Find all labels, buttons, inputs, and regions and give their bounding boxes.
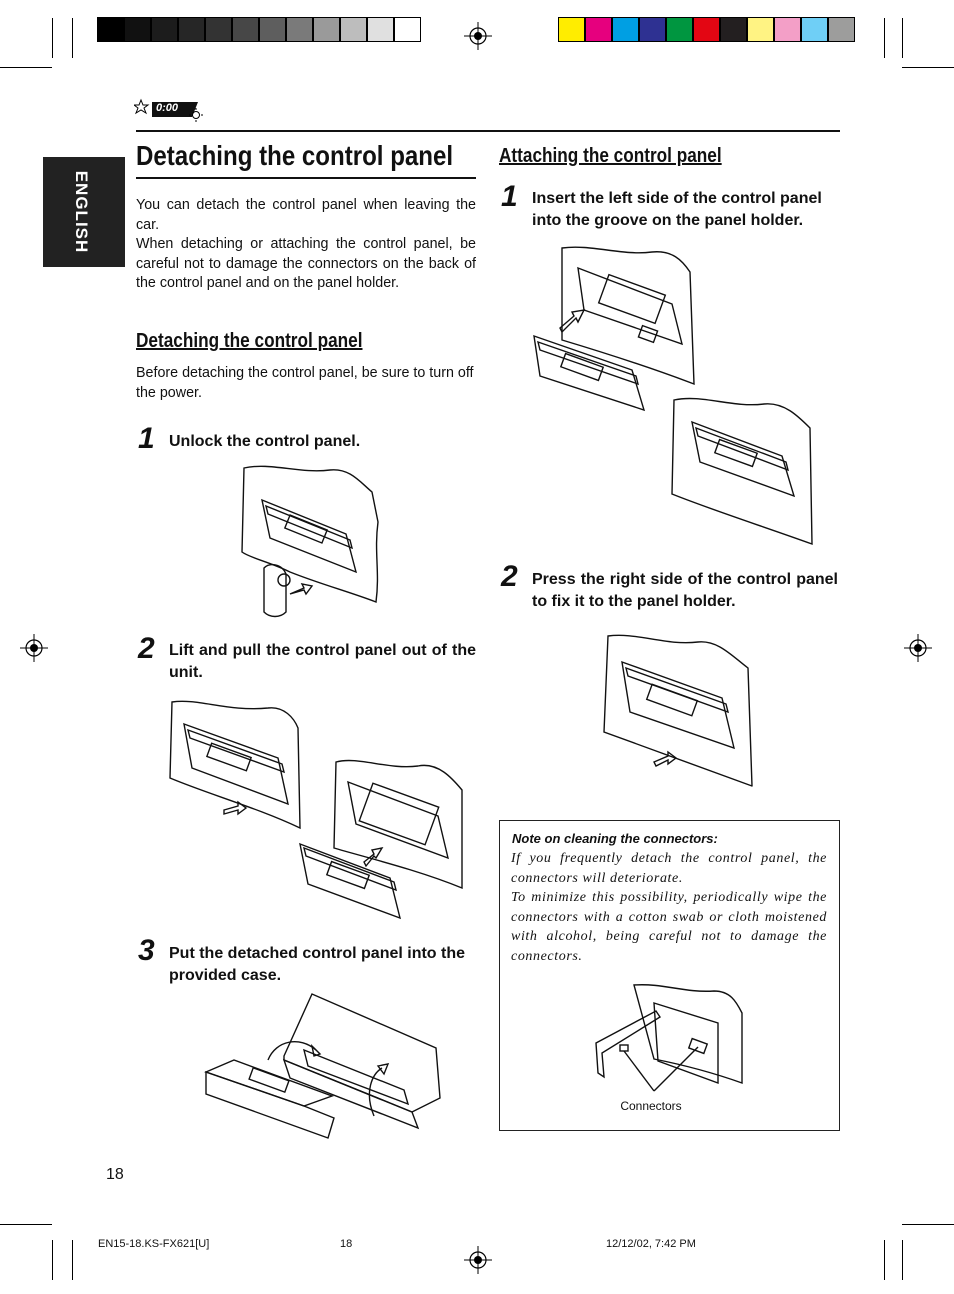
color-swatch [124, 17, 151, 42]
crop-mark [884, 18, 885, 58]
crop-mark [902, 1224, 954, 1225]
color-swatch [178, 17, 205, 42]
intro-paragraph-2: When detaching or attaching the control … [136, 236, 476, 291]
header-rule [136, 130, 840, 132]
crop-mark [902, 67, 954, 68]
unlock-panel-illustration [241, 465, 379, 618]
color-swatch [259, 17, 286, 42]
step-text: Press the right side of the control pane… [532, 571, 838, 610]
step-number: 1 [501, 180, 518, 213]
title-rule [136, 177, 476, 179]
attach-heading: Attaching the control panel [499, 145, 722, 167]
step-text: Unlock the control panel. [169, 433, 361, 450]
language-tab-label: ENGLISH [72, 170, 91, 254]
color-swatch [666, 17, 693, 42]
color-swatch [97, 17, 124, 42]
crop-mark [72, 18, 73, 58]
page-number: 18 [106, 1166, 124, 1183]
note-text-2: To minimize this possibility, periodical… [511, 890, 827, 964]
color-swatch [747, 17, 774, 42]
color-swatch [232, 17, 259, 42]
color-swatch [151, 17, 178, 42]
step-number: 2 [501, 560, 518, 593]
step-number: 1 [138, 422, 155, 455]
connectors-illustration [595, 984, 743, 1092]
intro-paragraph-1: You can detach the control panel when le… [136, 197, 476, 233]
color-swatch [801, 17, 828, 42]
crop-mark [0, 67, 52, 68]
color-swatch [774, 17, 801, 42]
clock-display-icon: 0:00 [132, 98, 206, 122]
color-swatch [558, 17, 585, 42]
slug-timestamp: 12/12/02, 7:42 PM [606, 1238, 696, 1250]
registration-mark-icon [904, 634, 932, 662]
lift-pull-illustration [169, 700, 463, 920]
clock-icon-label: 0:00 [156, 102, 179, 114]
insert-panel-illustration [533, 246, 813, 546]
panel-case-illustration [204, 993, 441, 1139]
color-swatch [340, 17, 367, 42]
color-swatch [828, 17, 855, 42]
slug-page-number: 18 [340, 1238, 353, 1250]
color-swatch [313, 17, 340, 42]
slug-file-name: EN15-18.KS-FX621[U] [98, 1238, 210, 1250]
step-number: 3 [138, 934, 155, 967]
color-swatch [639, 17, 666, 42]
note-title: Note on cleaning the connectors: [512, 831, 718, 846]
note-text-1: If you frequently detach the control pan… [511, 851, 827, 886]
color-swatch [612, 17, 639, 42]
connectors-label: Connectors [620, 1099, 682, 1113]
color-swatch [286, 17, 313, 42]
step-number: 2 [138, 632, 155, 665]
crop-mark [884, 1240, 885, 1280]
color-swatch [205, 17, 232, 42]
color-swatch [720, 17, 747, 42]
registration-mark-icon [464, 1246, 492, 1274]
color-swatch [367, 17, 394, 42]
language-tab: ENGLISH [43, 157, 125, 267]
step-text: Lift and pull the control panel out of t… [169, 642, 476, 681]
color-swatch [394, 17, 421, 42]
color-swatch [693, 17, 720, 42]
crop-mark [52, 18, 53, 58]
detach-intro: Before detaching the control panel, be s… [136, 365, 474, 401]
step-text: Insert the left side of the control pane… [532, 190, 822, 229]
step-text: Put the detached control panel into the … [169, 945, 466, 984]
crop-mark [72, 1240, 73, 1280]
cleaning-note-box: Note on cleaning the connectors: If you … [499, 820, 840, 1131]
press-panel-illustration [603, 634, 753, 788]
crop-mark [902, 1240, 903, 1280]
page-title: Detaching the control panel [136, 140, 454, 171]
crop-mark [902, 18, 903, 58]
color-swatch [585, 17, 612, 42]
detach-heading: Detaching the control panel [136, 330, 363, 352]
registration-mark-icon [464, 22, 492, 50]
registration-mark-icon [20, 634, 48, 662]
crop-mark [0, 1224, 52, 1225]
crop-mark [52, 1240, 53, 1280]
